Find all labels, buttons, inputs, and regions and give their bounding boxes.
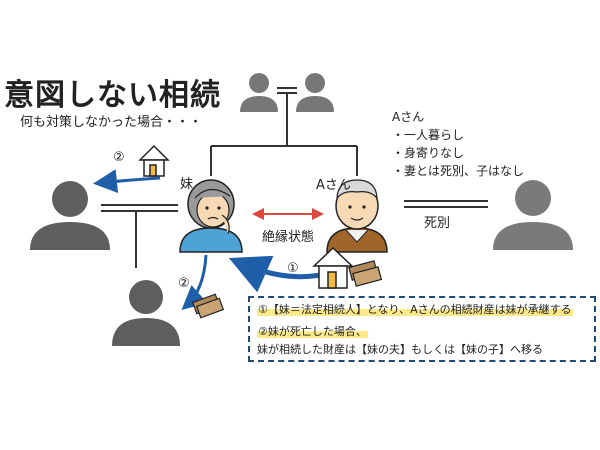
parent-right-icon (296, 73, 334, 112)
sister-marriage-line (101, 204, 178, 268)
diagram-subtitle: 何も対策しなかった場合・・・ (20, 115, 203, 130)
sibling-tree-lines (210, 93, 358, 176)
note-line-1: ①【妹＝法定相続人】となり、Aさんの相続財産は妹が承継する (257, 303, 573, 316)
sister-child-icon (112, 280, 180, 346)
transfer-arrow-to-husband (93, 169, 161, 194)
info-item: ・妻とは死別、子はなし (392, 164, 525, 178)
person-a-info: Aさん ・一人暮らし ・身寄りなし ・妻とは死別、子はなし (392, 108, 524, 180)
sister-husband-icon (30, 181, 110, 250)
estranged-label: 絶縁状態 (262, 230, 315, 245)
sister-label: 妹 (180, 177, 194, 192)
info-item: ・身寄りなし (392, 146, 465, 160)
bereaved-label: 死別 (424, 216, 451, 231)
sister-illustration (179, 179, 243, 253)
transfer-arrow-to-child (181, 254, 208, 310)
diagram-title: 意図しない相続 (4, 78, 221, 113)
note-line-3: 妹が相続した財産は【妹の夫】もしくは【妹の子】へ移る (257, 343, 543, 356)
step2-label-upper: ② (113, 150, 125, 165)
parents-marriage-line (277, 87, 297, 94)
step1-label: ① (287, 261, 299, 276)
parent-left-icon (240, 73, 278, 112)
money-icon-lower (191, 293, 225, 319)
wife-icon (493, 180, 573, 250)
step2-label-lower: ② (178, 276, 190, 291)
house-icon-upper (138, 144, 170, 177)
explanation-box: ①【妹＝法定相続人】となり、Aさんの相続財産は妹が承継する ②妹が死亡した場合、… (248, 296, 596, 362)
note-line-2: ②妹が死亡した場合、 (257, 325, 368, 338)
info-item: ・一人暮らし (392, 128, 465, 142)
person-a-label: Aさん (316, 178, 351, 193)
money-icon-upper (348, 260, 383, 287)
deceased-marriage-line (404, 200, 488, 208)
info-heading: Aさん (392, 110, 425, 124)
house-icon-lower (312, 246, 354, 289)
person-a-illustration (326, 179, 388, 253)
